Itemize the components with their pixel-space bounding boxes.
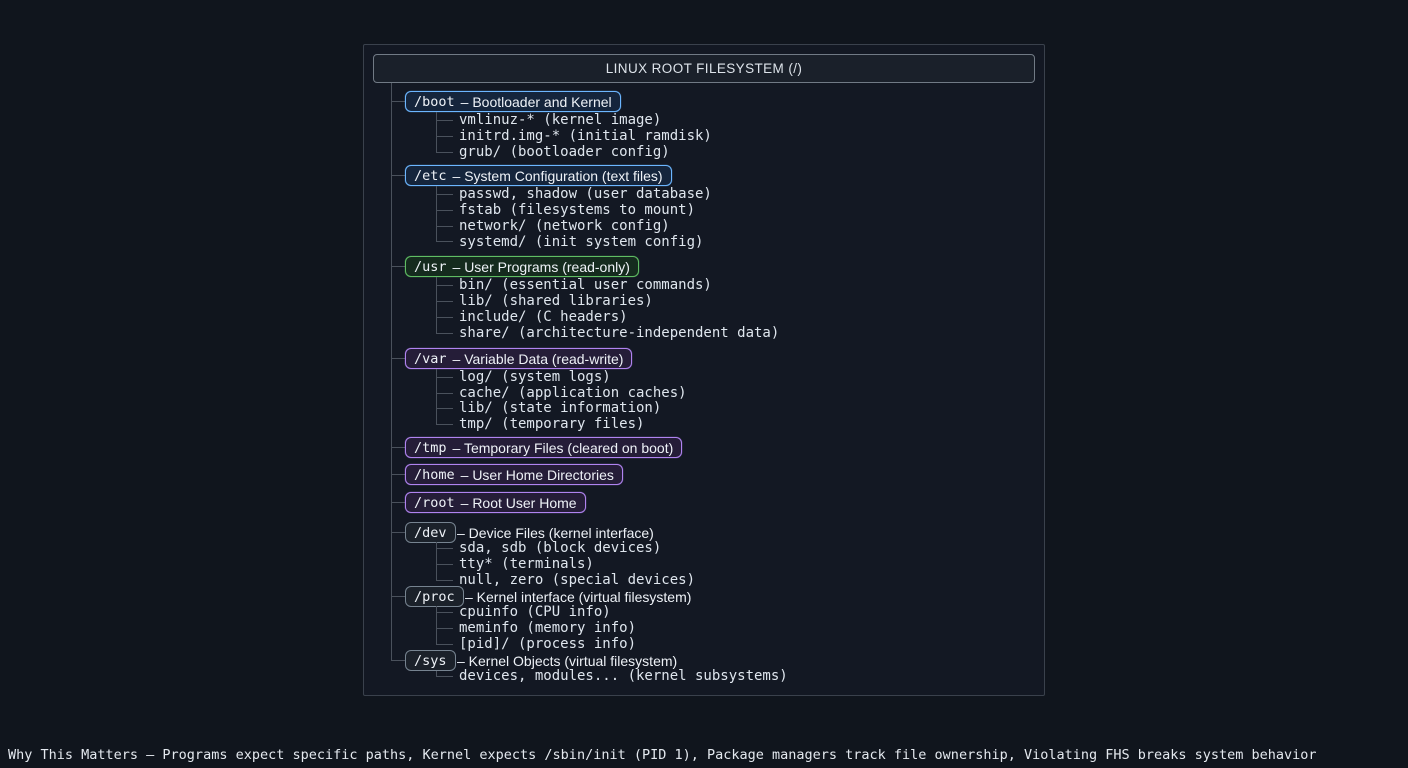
filesystem-diagram: LINUX ROOT FILESYSTEM (/) /boot – Bootlo…: [363, 44, 1045, 696]
dir-desc: – Device Files (kernel interface): [457, 524, 654, 541]
dir-path: /root: [414, 494, 455, 511]
diagram-title: LINUX ROOT FILESYSTEM (/): [373, 54, 1035, 83]
dir-desc: – Kernel Objects (virtual filesystem): [457, 652, 678, 669]
branch-line: [391, 660, 405, 661]
branch-line: [436, 424, 453, 425]
dir-path: /tmp: [414, 439, 447, 456]
tree-leaf: cpuinfo (CPU info): [459, 604, 611, 620]
branch-line: [436, 301, 453, 302]
dir-box-root: /root – Root User Home: [405, 492, 586, 513]
tree-leaf: meminfo (memory info): [459, 620, 637, 636]
tree-leaf: passwd, shadow (user database): [459, 186, 712, 202]
tree-leaf: tty* (terminals): [459, 556, 594, 572]
branch-line: [391, 447, 405, 448]
dir-path: /proc: [414, 588, 455, 605]
tree-leaf: share/ (architecture-independent data): [459, 325, 780, 341]
dir-box-usr: /usr – User Programs (read-only): [405, 256, 639, 277]
branch-line: [436, 644, 453, 645]
branch-line: [436, 393, 453, 394]
dir-path: /home: [414, 466, 455, 483]
branch-line: [436, 628, 453, 629]
branch-line: [391, 101, 405, 102]
branch-line: [436, 671, 437, 676]
tree-leaf: fstab (filesystems to mount): [459, 202, 696, 218]
tree-leaf: log/ (system logs): [459, 369, 611, 385]
tree-leaf: systemd/ (init system config): [459, 234, 704, 250]
dir-desc: – Temporary Files (cleared on boot): [452, 439, 674, 456]
tree-leaf: null, zero (special devices): [459, 572, 696, 588]
dir-desc: – User Programs (read-only): [452, 258, 630, 275]
dir-desc: – Kernel interface (virtual filesystem): [465, 588, 692, 605]
dir-desc: – Variable Data (read-write): [452, 350, 624, 367]
branch-line: [436, 194, 453, 195]
branch-line: [436, 333, 453, 334]
dir-desc: – Root User Home: [460, 494, 577, 511]
branch-line: [436, 369, 437, 424]
dir-path: /sys: [414, 652, 447, 669]
tree-leaf: network/ (network config): [459, 218, 670, 234]
dir-box-etc: /etc – System Configuration (text files): [405, 165, 672, 186]
tree-leaf: tmp/ (temporary files): [459, 416, 645, 432]
branch-line: [436, 676, 453, 677]
branch-line: [436, 285, 453, 286]
tree-leaf: cache/ (application caches): [459, 385, 687, 401]
branch-line: [436, 210, 453, 211]
diagram-title-text: LINUX ROOT FILESYSTEM (/): [605, 61, 803, 76]
tree-leaf: include/ (C headers): [459, 309, 628, 325]
dir-path: /dev: [414, 524, 447, 541]
dir-box-sys: /sys: [405, 650, 456, 671]
dir-box-proc: /proc: [405, 586, 464, 607]
branch-line: [436, 112, 437, 152]
dir-desc: – Bootloader and Kernel: [460, 93, 612, 110]
branch-line: [391, 596, 405, 597]
why-this-matters-note: Why This Matters — Programs expect speci…: [8, 747, 1317, 763]
tree-leaf: initrd.img-* (initial ramdisk): [459, 128, 712, 144]
dir-desc: – User Home Directories: [460, 466, 614, 483]
tree-trunk-line: [391, 83, 392, 660]
tree-leaf: grub/ (bootloader config): [459, 144, 670, 160]
branch-line: [436, 136, 453, 137]
branch-line: [391, 532, 405, 533]
dir-desc: – System Configuration (text files): [452, 167, 663, 184]
dir-box-boot: /boot – Bootloader and Kernel: [405, 91, 621, 112]
branch-line: [436, 606, 437, 644]
dir-box-dev: /dev: [405, 522, 456, 543]
branch-line: [436, 548, 453, 549]
branch-line: [391, 474, 405, 475]
branch-line: [436, 152, 453, 153]
branch-line: [436, 241, 453, 242]
tree-leaf: [pid]/ (process info): [459, 636, 637, 652]
tree-leaf: devices, modules... (kernel subsystems): [459, 668, 788, 684]
dir-box-tmp: /tmp – Temporary Files (cleared on boot): [405, 437, 683, 458]
tree-leaf: lib/ (shared libraries): [459, 293, 653, 309]
dir-box-var: /var – Variable Data (read-write): [405, 348, 633, 369]
branch-line: [436, 377, 453, 378]
dir-box-home: /home – User Home Directories: [405, 464, 623, 485]
branch-line: [436, 564, 453, 565]
tree-leaf: vmlinuz-* (kernel image): [459, 112, 662, 128]
branch-line: [436, 408, 453, 409]
branch-line: [436, 277, 437, 333]
branch-line: [391, 358, 405, 359]
dir-path: /etc: [414, 167, 447, 184]
branch-line: [436, 612, 453, 613]
tree-leaf: bin/ (essential user commands): [459, 277, 712, 293]
branch-line: [391, 175, 405, 176]
dir-path: /usr: [414, 258, 447, 275]
branch-line: [391, 266, 405, 267]
branch-line: [436, 186, 437, 241]
branch-line: [436, 317, 453, 318]
branch-line: [436, 120, 453, 121]
dir-path: /var: [414, 350, 447, 367]
branch-line: [436, 580, 453, 581]
branch-line: [436, 226, 453, 227]
dir-path: /boot: [414, 93, 455, 110]
tree-leaf: sda, sdb (block devices): [459, 540, 662, 556]
tree-leaf: lib/ (state information): [459, 400, 662, 416]
branch-line: [436, 542, 437, 580]
branch-line: [391, 502, 405, 503]
